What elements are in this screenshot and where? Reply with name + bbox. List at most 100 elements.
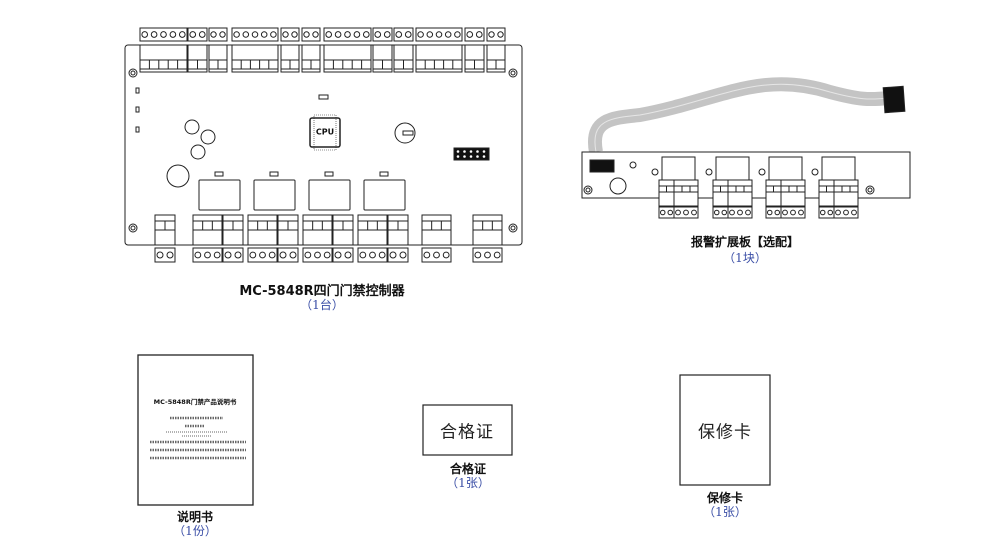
screw [289,251,297,259]
terminal-housing [208,44,228,73]
screw [423,251,431,259]
manual-drawing [137,354,254,506]
screw [404,31,412,38]
controller-quantity: （1台） [300,298,344,312]
manual-cover-title: MC-5848R门禁产品说明书 [153,398,237,406]
certificate-box-text: 合格证 [440,422,494,443]
warranty-card-drawing [679,374,771,486]
screw [497,31,504,38]
screw [344,251,352,259]
board-connector [589,159,615,173]
terminal-housing [301,44,321,73]
screw [444,31,452,38]
screw [242,31,250,38]
screw-terminal [192,247,223,263]
relay [253,179,296,211]
screw [251,31,259,38]
screw [141,31,149,38]
screw-terminal [154,247,176,263]
capacitor [200,129,216,145]
screw [291,31,298,38]
relay [715,156,750,181]
screw-terminal [357,247,388,263]
manual-quantity: （1份） [173,524,217,538]
screw-terminal [673,206,699,219]
screw-terminal [280,27,300,42]
screw [156,251,164,259]
pin-header [453,147,490,161]
screw [767,209,773,216]
screw [774,209,780,216]
screw [282,31,289,38]
screw [189,31,197,38]
screw [268,251,276,259]
screw [493,251,501,259]
screw [169,31,177,38]
screw-terminal [727,206,753,219]
terminal-housing [415,44,463,73]
screw [474,251,482,259]
screw-terminal [765,206,782,219]
screw-terminal [658,206,675,219]
screw-terminal [372,27,393,42]
cable-connector [882,85,906,114]
relay [363,179,406,211]
terminal-housing [393,44,414,73]
cpu-chip [309,117,341,148]
capacitor [184,119,200,135]
screw-terminal [302,247,333,263]
screw [334,31,342,38]
screw-terminal [332,247,354,263]
screw-terminal [301,27,321,42]
led [758,168,766,176]
terminal-housing [231,44,279,73]
led [135,106,140,113]
screw [233,31,240,38]
screw [683,209,689,216]
screw-terminal [472,247,503,263]
screw [790,209,796,216]
relay [821,156,856,181]
alarm-board-title: 报警扩展板【选配】 [690,235,800,249]
terminal-housing [765,179,782,207]
screw [323,251,331,259]
terminal-housing [658,179,675,207]
screw [466,31,474,38]
screw-terminal [222,247,244,263]
terminal-housing [187,44,208,73]
screw [660,209,666,216]
certificate-quantity: （1张） [446,476,490,490]
screw [442,251,450,259]
screw-terminal [421,247,452,263]
screw-terminal [277,247,299,263]
terminal-housing [464,44,485,73]
screw [843,209,849,216]
screw-terminal [486,27,506,42]
screw [691,209,697,216]
terminal-housing [139,44,188,73]
screw [213,251,221,259]
screw [433,251,440,259]
led [379,171,389,177]
screw [454,31,461,38]
screw [395,31,403,38]
led [705,168,713,176]
screw [798,209,804,216]
screw-terminal [833,206,859,219]
screw [435,31,443,38]
screw [304,251,312,259]
terminal-housing [323,44,372,73]
screw [675,209,681,216]
screw [359,251,367,259]
screw [820,209,826,216]
screw [224,251,232,259]
screw [234,251,242,259]
screw [484,251,491,259]
relay [768,156,803,181]
screw-terminal [323,27,372,42]
screw [714,209,720,216]
screw [383,31,391,38]
screw [249,251,257,259]
certificate-title: 合格证 [449,462,487,476]
screw [426,31,434,38]
